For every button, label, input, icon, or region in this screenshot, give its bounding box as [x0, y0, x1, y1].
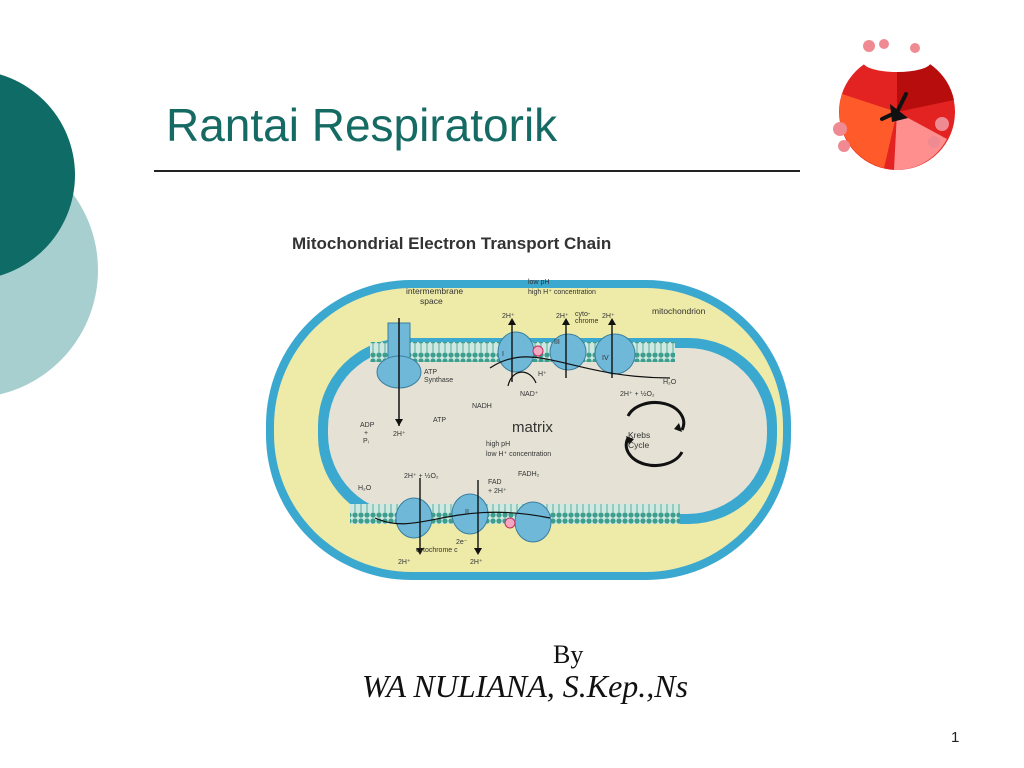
label-high-ph-1: high pH: [486, 441, 510, 448]
label-half-o2-bottom: 2H⁺ + ½O₂: [404, 472, 439, 480]
title-underline: [154, 170, 800, 172]
bottom-lipid-bilayer: [350, 504, 680, 524]
label-half-o2-top: 2H⁺ + ½O₂: [620, 390, 655, 398]
complex-iv: [594, 333, 636, 375]
label-adp-3: Pᵢ: [363, 438, 369, 445]
by-label: By: [553, 640, 584, 669]
label-atp-synthase: Synthase: [424, 377, 453, 384]
label-nadh: NADH: [472, 403, 492, 410]
label-h2o-bottom: H₂O: [358, 485, 372, 492]
complex-iv-bottom: [395, 497, 433, 539]
label-fad-1: FAD: [488, 479, 502, 486]
label-2h-3: 2H⁺: [602, 313, 615, 320]
label-intermembrane-2: space: [420, 296, 443, 306]
page-number: 1: [951, 729, 960, 746]
label-atp-1: ATP: [424, 369, 437, 376]
label-nad: NAD⁺: [520, 391, 539, 398]
matrix-area: [328, 348, 767, 514]
cyt-c-top-1: cyto-: [575, 311, 591, 318]
clock-icon: [833, 39, 955, 171]
label-cytochrome-c: cytochrome c: [416, 547, 458, 554]
complex-label-i: I: [502, 351, 504, 358]
label-intermembrane-1: intermembrane: [406, 286, 463, 296]
label-high-ph-2: low H⁺ concentration: [486, 451, 551, 458]
slide-title: Rantai Respiratorik: [166, 99, 558, 151]
diagram-title: Mitochondrial Electron Transport Chain: [292, 234, 611, 253]
label-adp-2: +: [364, 430, 368, 437]
label-low-ph-2: high H⁺ concentration: [528, 289, 596, 296]
complex-label-ii: II: [465, 509, 469, 516]
label-krebs-2: Cycle: [628, 440, 650, 450]
label-h2o-top: H₂O: [663, 379, 677, 386]
label-atp: ATP: [433, 417, 446, 424]
label-2h-bottom-2: 2H⁺: [470, 559, 483, 566]
label-2h-bottom-1: 2H⁺: [398, 559, 411, 566]
label-matrix: matrix: [512, 419, 553, 436]
complex-iii: [549, 333, 587, 371]
krebs-arrow-top: [626, 400, 686, 431]
label-low-ph-1: low pH: [528, 279, 549, 286]
electron-transport-chain-diagram: Mitochondrial Electron Transport Chain I…: [266, 234, 791, 580]
krebs-arrow-bottom: [624, 437, 684, 468]
cyt-c-top-2: chrome: [575, 318, 598, 325]
dark-teal-circle: [0, 74, 75, 276]
decorative-circles: [0, 74, 98, 395]
label-2e: 2e⁻: [456, 539, 468, 546]
label-fadh2: FADH₂: [518, 471, 540, 478]
label-2h-1: 2H⁺: [502, 313, 515, 320]
label-2h-2: 2H⁺: [556, 313, 569, 320]
label-krebs-1: Krebs: [628, 430, 650, 440]
label-2h-atp: 2H⁺: [393, 431, 406, 438]
label-h-plus: H⁺: [538, 371, 547, 378]
label-fad-2: + 2H⁺: [488, 488, 507, 495]
label-mitochondrion: mitochondrion: [652, 306, 706, 316]
complex-i-bottom: [514, 501, 552, 543]
label-adp-1: ADP: [360, 422, 375, 429]
complex-label-iii: III: [554, 339, 560, 346]
author-name: WA NULIANA, S.Kep.,Ns: [362, 668, 689, 704]
complex-label-iv: IV: [602, 355, 609, 362]
